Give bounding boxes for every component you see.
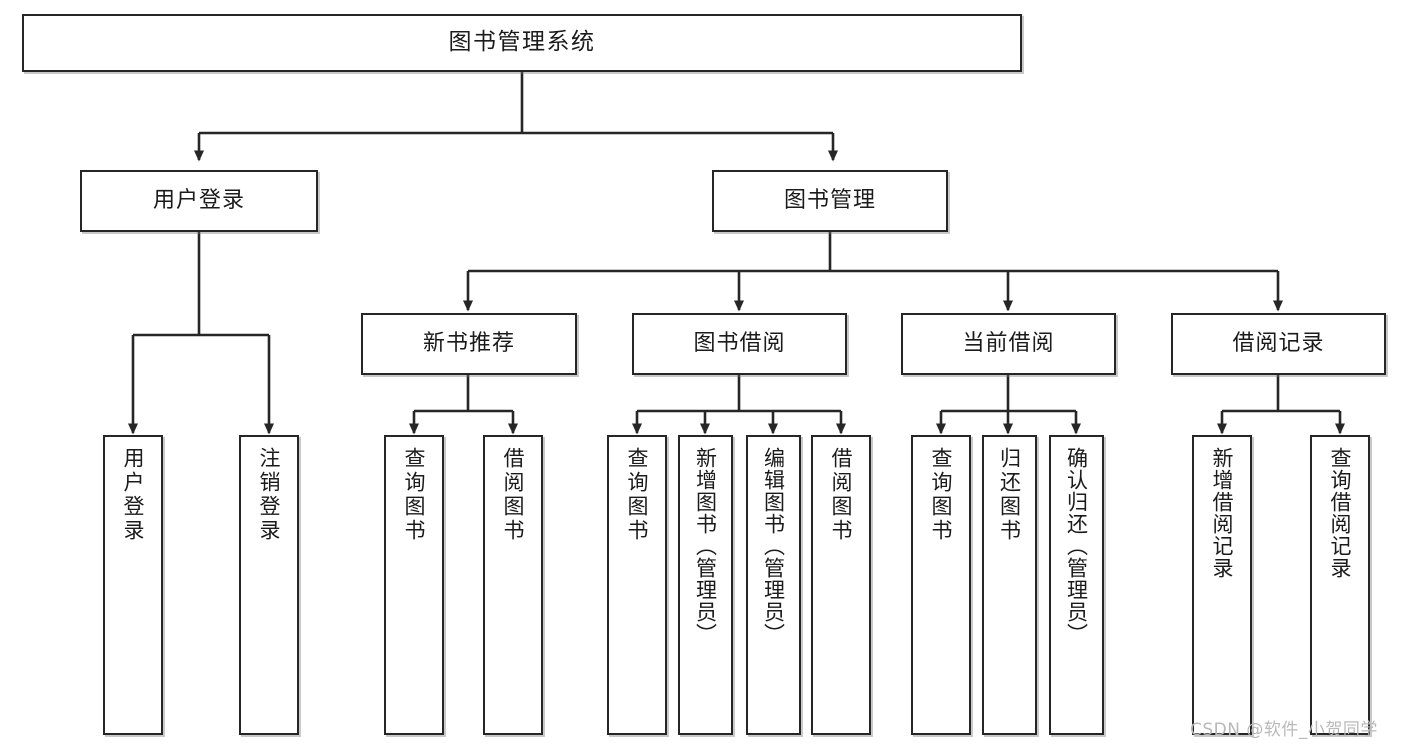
leaf-confirm-return-admin-label: 确认归还（管理员）	[1064, 447, 1089, 645]
node-book-borrow-label: 图书借阅	[693, 331, 786, 357]
leaf-query-book-borrow-label: 查询图书	[625, 447, 650, 543]
leaf-query-book-recommend-label: 查询图书	[402, 447, 427, 543]
leaf-edit-book-admin-label: 编辑图书（管理员）	[761, 447, 786, 645]
leaf-return-book-label: 归还图书	[997, 447, 1022, 543]
csdn-watermark: CSDN @软件_小贺同学	[1190, 720, 1378, 740]
leaf-query-book-recommend[interactable]: 查询图书	[384, 435, 444, 735]
leaf-borrow-book-label: 借阅图书	[829, 447, 854, 543]
node-current-borrow-label: 当前借阅	[962, 331, 1055, 357]
leaf-borrow-book-recommend-label: 借阅图书	[501, 447, 526, 543]
node-book-management[interactable]: 图书管理	[712, 170, 948, 232]
node-new-book-recommend-label: 新书推荐	[422, 331, 515, 357]
node-borrow-record-label: 借阅记录	[1232, 331, 1325, 357]
leaf-edit-book-admin[interactable]: 编辑图书（管理员）	[746, 435, 801, 735]
leaf-query-book-current[interactable]: 查询图书	[911, 435, 971, 735]
leaf-logout-label: 注销登录	[257, 447, 282, 543]
leaf-confirm-return-admin[interactable]: 确认归还（管理员）	[1049, 435, 1104, 735]
node-borrow-record[interactable]: 借阅记录	[1171, 313, 1386, 375]
leaf-user-login-label: 用户登录	[121, 447, 146, 543]
node-user-login[interactable]: 用户登录	[80, 170, 318, 232]
leaf-add-borrow-record-label: 新增借阅记录	[1210, 447, 1235, 579]
leaf-query-book-current-label: 查询图书	[929, 447, 954, 543]
leaf-borrow-book-recommend[interactable]: 借阅图书	[483, 435, 543, 735]
leaf-query-book-borrow[interactable]: 查询图书	[607, 435, 667, 735]
leaf-add-borrow-record[interactable]: 新增借阅记录	[1192, 435, 1252, 735]
leaf-return-book[interactable]: 归还图书	[982, 435, 1037, 735]
leaf-add-book-admin[interactable]: 新增图书（管理员）	[678, 435, 733, 735]
leaf-query-borrow-record[interactable]: 查询借阅记录	[1310, 435, 1370, 735]
node-new-book-recommend[interactable]: 新书推荐	[361, 313, 577, 375]
leaf-logout[interactable]: 注销登录	[239, 435, 299, 735]
node-root-label: 图书管理系统	[448, 29, 596, 56]
node-current-borrow[interactable]: 当前借阅	[901, 313, 1116, 375]
node-book-management-label: 图书管理	[783, 188, 876, 214]
node-user-login-label: 用户登录	[152, 188, 245, 214]
node-root[interactable]: 图书管理系统	[22, 14, 1022, 72]
leaf-borrow-book[interactable]: 借阅图书	[811, 435, 871, 735]
leaf-query-borrow-record-label: 查询借阅记录	[1328, 447, 1353, 579]
node-book-borrow[interactable]: 图书借阅	[632, 313, 847, 375]
leaf-add-book-admin-label: 新增图书（管理员）	[693, 447, 718, 645]
leaf-user-login[interactable]: 用户登录	[103, 435, 163, 735]
